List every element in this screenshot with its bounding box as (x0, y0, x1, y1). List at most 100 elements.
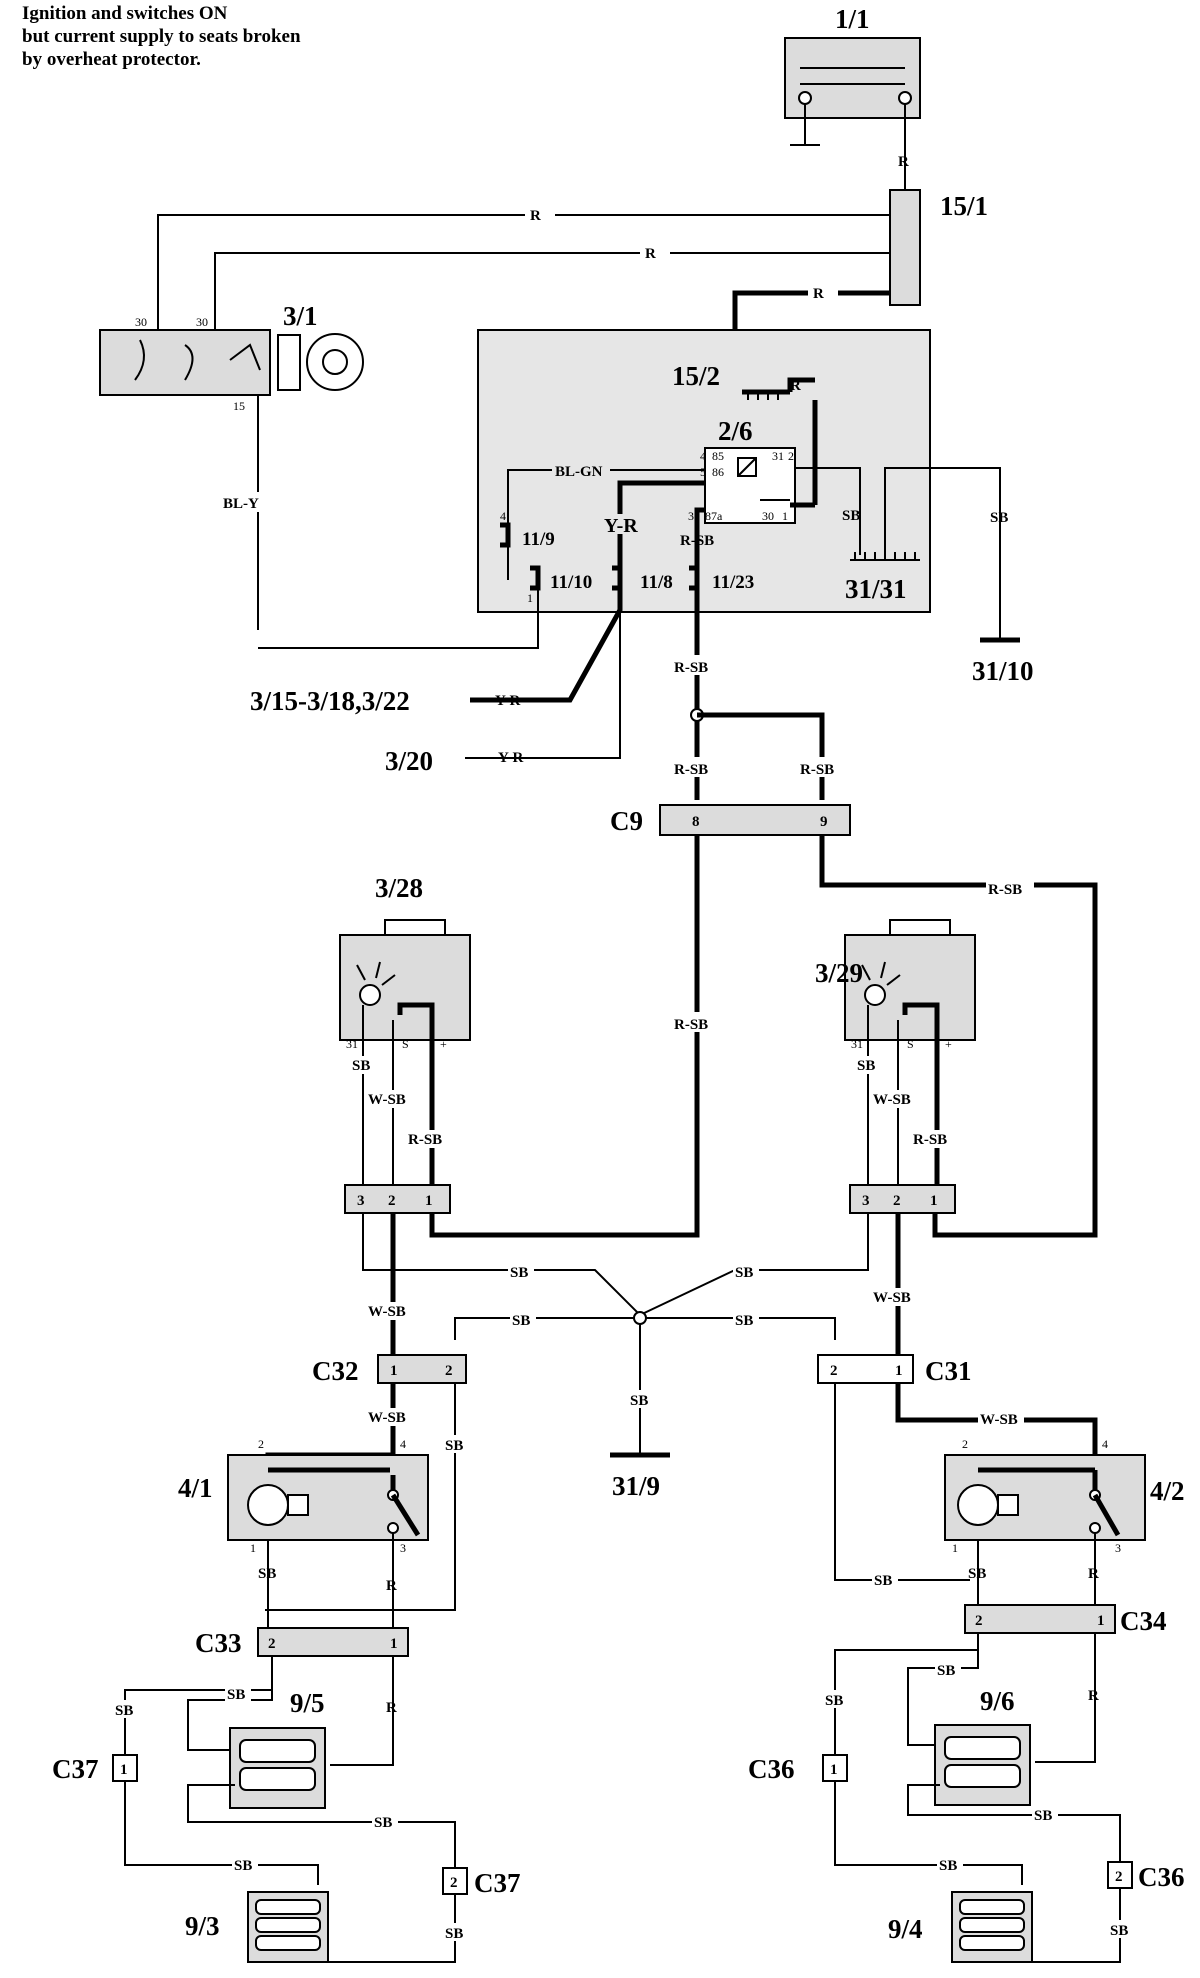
wire-label-r: R (645, 246, 656, 262)
wire-sb-c32-2 (265, 1383, 456, 1611)
connector-11-10 (258, 545, 541, 649)
label-31-9: 31/9 (612, 1471, 660, 1501)
pin-30: 30 (135, 315, 147, 329)
wire-sb-c31-2 (834, 1383, 970, 1581)
pin-2: 2 (975, 1613, 983, 1629)
connector-11-9 (500, 522, 511, 548)
pin-4: 4 (700, 449, 706, 463)
pin-S: S (402, 1037, 409, 1051)
connector-11-23 (689, 565, 700, 591)
pin-2: 2 (893, 1193, 901, 1209)
pin-1: 1 (527, 591, 533, 605)
wire-sb-9-5-to-c37 (187, 1784, 456, 1868)
wire-label-sb: SB (512, 1313, 530, 1329)
pin-9: 9 (820, 814, 828, 830)
wire-sb-c37-to-9-3 (124, 1781, 319, 1885)
pin-1: 1 (390, 1636, 398, 1652)
wire-bl-gn (507, 469, 705, 525)
pin-30: 30 (196, 315, 208, 329)
connector-c31 (817, 1354, 914, 1384)
pin-86: 86 (712, 465, 724, 479)
wire-y-r (617, 480, 705, 568)
pin-2: 2 (258, 1437, 264, 1451)
wire-label-w-sb: W-SB (368, 1410, 406, 1426)
pin-31: 31 (346, 1037, 358, 1051)
note-line-3: by overheat protector. (22, 49, 201, 70)
label-3-20: 3/20 (385, 746, 433, 776)
wire-sb-ground-left-upper (362, 1213, 641, 1316)
pin-1: 1 (390, 1363, 398, 1379)
wire-label-bl-y: BL-Y (223, 496, 259, 512)
pin-2: 2 (962, 1437, 968, 1451)
connector-switch-3-29 (849, 1184, 956, 1214)
pin-85: 85 (712, 449, 724, 463)
pin-1: 1 (782, 509, 788, 523)
pin-3: 3 (862, 1193, 870, 1209)
wire-label-sb: SB (735, 1313, 753, 1329)
connector-label-c31: C31 (925, 1356, 972, 1386)
pin-87a: 87a (705, 509, 723, 523)
pin-8: 8 (692, 814, 700, 830)
wire-label-sb: SB (1110, 1923, 1128, 1939)
wire-label-r-sb: R-SB (800, 762, 834, 778)
wire-r-sb-c9-8 (429, 835, 700, 1238)
wire-label-sb: SB (258, 1566, 276, 1582)
wire-label-sb: SB (874, 1573, 892, 1589)
note-line-2: but current supply to seats broken (22, 26, 301, 47)
wire-label-sb: SB (510, 1265, 528, 1281)
wire-sb-c36-to-9-4 (834, 1781, 1023, 1885)
wire-label-sb: SB (227, 1687, 245, 1703)
connector-switch-3-28 (344, 1184, 451, 1214)
wire-r-c34-to-9-6 (1035, 1633, 1096, 1763)
wire-label-sb: SB (968, 1566, 986, 1582)
pin-2: 2 (268, 1636, 276, 1652)
pin-3: 3 (688, 509, 694, 523)
pin-31: 31 (772, 449, 784, 463)
wire-label-sb: SB (445, 1926, 463, 1942)
wire-label-sb: SB (1034, 1808, 1052, 1824)
pin-plus: + (945, 1037, 952, 1051)
pin-1: 1 (952, 1541, 958, 1555)
pin-1: 1 (930, 1193, 938, 1209)
wire-r-feed-1 (157, 214, 890, 330)
pin-1: 1 (120, 1762, 128, 1778)
pin-plus: + (440, 1037, 447, 1051)
label-15-2: 15/2 (672, 361, 720, 391)
pin-2: 2 (788, 449, 794, 463)
wire-sb-c36b-to-9-4 (1021, 1888, 1121, 1963)
wire-r-sb-relay (694, 507, 705, 568)
wire-label-sb: SB (939, 1858, 957, 1874)
connector-c34 (964, 1604, 1116, 1634)
label-9-5: 9/5 (290, 1688, 325, 1718)
pin-2: 2 (1115, 1869, 1123, 1885)
seat-heater-element-9-6 (934, 1724, 1031, 1806)
wire-label-y-r: Y-R (498, 750, 523, 766)
wire-label-y-r: Y-R (604, 515, 638, 537)
connector-c37-b (442, 1867, 468, 1895)
battery-1-1 (784, 37, 921, 190)
wire-label-sb: SB (352, 1058, 370, 1074)
label-31-10: 31/10 (972, 656, 1034, 686)
connector-label-c33: C33 (195, 1628, 242, 1658)
label-9-4: 9/4 (888, 1914, 923, 1944)
connector-c36-b (1107, 1861, 1133, 1889)
seat-heater-element-9-5 (229, 1727, 326, 1809)
pin-S: S (907, 1037, 914, 1051)
wire-label-r-sb: R-SB (674, 660, 708, 676)
wire-label-r: R (898, 154, 909, 170)
pin-30: 30 (762, 509, 774, 523)
connector-c32 (377, 1354, 467, 1384)
pin-5: 5 (700, 465, 706, 479)
connector-label-c37: C37 (52, 1754, 99, 1784)
wire-label-y-r: Y-R (495, 693, 520, 709)
wire-label-r: R (386, 1578, 397, 1594)
ground-strip-31-31 (850, 467, 1020, 643)
wire-label-r-sb: R-SB (680, 533, 714, 549)
ground-splice (633, 1311, 647, 1325)
label-31-31: 31/31 (845, 574, 907, 604)
wire-label-r: R (813, 286, 824, 302)
wire-sb-ground-right-upper (639, 1213, 869, 1316)
label-15-1: 15/1 (940, 191, 988, 221)
label-3-28: 3/28 (375, 873, 423, 903)
